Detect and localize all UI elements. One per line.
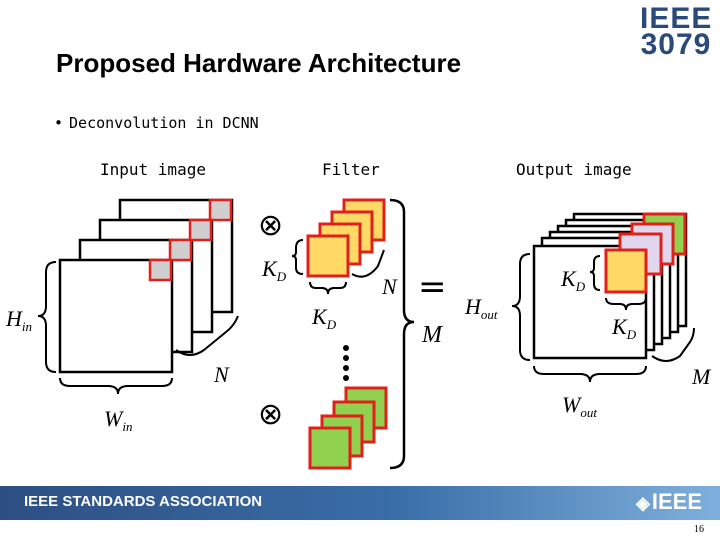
- ellipsis-dot: [343, 365, 349, 371]
- input-width-brace: [59, 377, 173, 395]
- ellipsis-dot: [343, 375, 349, 381]
- input-highlight-cell: [188, 218, 213, 242]
- diamond-icon: ◈: [636, 493, 650, 513]
- filter-height-brace: [291, 239, 304, 275]
- filter-width-brace: [309, 281, 347, 295]
- n-label-input: N: [213, 362, 230, 387]
- w-in-label: Win: [104, 406, 132, 434]
- footer-ieee-logo: ◈IEEE: [636, 489, 702, 515]
- output-cell-yellow: [604, 248, 648, 294]
- output-depth-brace: [651, 327, 695, 362]
- kd-label-output-left: KD: [560, 266, 586, 294]
- equals-sign: =: [418, 267, 447, 307]
- m-label-output: M: [691, 364, 712, 389]
- input-highlight-cell: [148, 258, 173, 282]
- bullet-text: Deconvolution in DCNN: [69, 114, 259, 132]
- footer-brand-text: IEEE: [651, 489, 702, 514]
- m-brace: [389, 198, 415, 470]
- output-highlight-cells: [604, 212, 687, 294]
- filter-stack-bottom: [308, 386, 388, 470]
- output-image-label: Output image: [516, 160, 632, 179]
- footer-bar: IEEE STANDARDS ASSOCIATION ◈IEEE: [0, 486, 720, 520]
- slide-title: Proposed Hardware Architecture: [56, 48, 462, 78]
- w-out-label: Wout: [562, 392, 597, 420]
- n-label-filter: N: [381, 274, 398, 299]
- input-highlight-cells: [148, 198, 233, 282]
- output-width-brace: [533, 365, 647, 383]
- bullet-dot-icon: •: [54, 114, 64, 132]
- filter-stack-top: [306, 198, 386, 278]
- bullet-item: • Deconvolution in DCNN: [54, 114, 259, 132]
- input-highlight-cell: [208, 198, 233, 222]
- h-in-label: Hin: [5, 306, 32, 334]
- filter-kernel: [308, 426, 352, 470]
- ellipsis-dot: [343, 345, 349, 351]
- deconvolution-diagram: Hin Win N ⊗ ⊗ KD KD N M =: [5, 198, 712, 470]
- input-highlight-cell: [168, 238, 193, 262]
- footer-association-text: IEEE STANDARDS ASSOCIATION: [24, 493, 263, 510]
- ieee-3079-logo: IEEE 3079: [640, 2, 713, 61]
- kd-label-filter-left: KD: [261, 256, 287, 284]
- ellipsis-dot: [343, 355, 349, 361]
- filter-label: Filter: [322, 160, 380, 179]
- ellipsis-dots: [343, 345, 349, 381]
- input-height-brace: [37, 261, 57, 373]
- input-image-label: Input image: [100, 160, 206, 179]
- output-kd-brace-left: [589, 255, 601, 291]
- convolution-operator-bottom: ⊗: [258, 397, 283, 432]
- convolution-operator-top: ⊗: [258, 208, 283, 243]
- otimes-icon: ⊗: [258, 397, 283, 432]
- filter-kernel: [306, 234, 350, 278]
- kd-label-output-bottom: KD: [611, 314, 637, 342]
- logo-text-ieee: IEEE: [640, 2, 713, 35]
- filter-depth-brace: [351, 249, 385, 278]
- h-out-label: Hout: [464, 294, 498, 322]
- m-label-filter: M: [421, 322, 444, 348]
- input-depth-brace: [175, 315, 239, 356]
- output-height-brace: [511, 253, 531, 361]
- output-kd-brace-bottom: [605, 297, 647, 311]
- logo-text-3079: 3079: [640, 28, 712, 61]
- kd-label-filter-bottom: KD: [311, 304, 337, 332]
- page-number: 16: [694, 524, 704, 535]
- otimes-icon: ⊗: [258, 208, 283, 243]
- output-sheet: [532, 244, 648, 360]
